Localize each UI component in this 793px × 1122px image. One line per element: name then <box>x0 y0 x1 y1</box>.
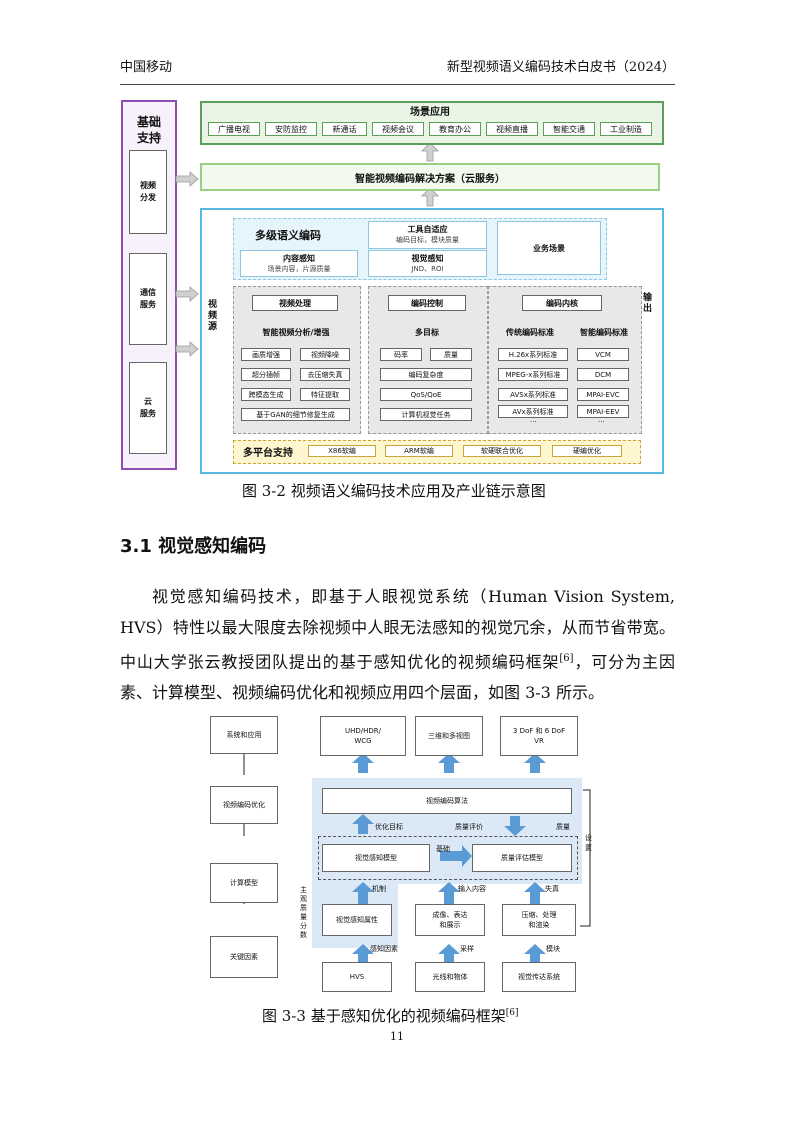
light-object-box: 光线和物体 <box>415 962 485 992</box>
col3-smart-item: MPAI-EVC <box>577 388 629 401</box>
col1-title: 智能视频分析/增强 <box>262 327 330 337</box>
col3-std-item: H.26x系列标准 <box>498 348 568 361</box>
video-processing-box: 视频处理 <box>252 295 338 311</box>
visual-perception-model: 视觉感知模型 <box>322 844 430 872</box>
content-perception-box: 内容感知 场景内容，片源质量 <box>240 250 358 277</box>
compress-box: 压缩、处理 和渲染 <box>502 904 576 936</box>
hvs-box: HVS <box>322 962 392 992</box>
support-video-distribution: 视频 分发 <box>129 150 167 234</box>
label-mechanism: 机制 <box>372 885 386 893</box>
scene-item: 教育办公 <box>429 122 481 136</box>
output-label: 输 出 <box>643 293 653 314</box>
video-source-label: 视 频 源 <box>208 300 218 332</box>
section-title: 3.1 视觉感知编码 <box>120 536 267 557</box>
label-basis: 基础 <box>436 845 450 853</box>
platform-item: ARM软编 <box>385 445 453 457</box>
visual-perception-box: 视觉感知 JND、ROI <box>368 250 487 277</box>
figure-3-2: 基础 支持 视频 分发 通信 服务 云 服务 <box>120 100 676 474</box>
header-right: 新型视频语义编码技术白皮书（2024） <box>446 60 675 75</box>
scene-item: 工业制造 <box>600 122 652 136</box>
top-uhd: UHD/HDR/ WCG <box>320 716 406 756</box>
header-left: 中国移动 <box>120 60 173 75</box>
col3-smart-item: DCM <box>577 368 629 381</box>
figure-3-3-arrows <box>240 747 591 964</box>
scene-item: 视频直播 <box>486 122 538 136</box>
label-sampling: 采样 <box>460 945 474 953</box>
col2-title: 多目标 <box>415 327 439 337</box>
business-scene-box: 业务场景 <box>497 221 601 275</box>
dashed-model-box <box>318 836 578 880</box>
body-paragraph: 视觉感知编码技术，即基于人眼视觉系统（Human Vision System, … <box>120 587 675 703</box>
header-rule <box>120 84 675 85</box>
col1-item: 跨模态生成 <box>241 388 291 401</box>
citation-ref: [6] <box>559 653 574 664</box>
col3-std-item: MPEG-x系列标准 <box>498 368 568 381</box>
encode-core-box: 编码内核 <box>522 295 602 311</box>
col3-ellipsis-a: ... <box>530 416 537 424</box>
left-key-factors: 关键因素 <box>210 936 278 978</box>
platform-title: 多平台支持 <box>243 448 293 459</box>
col3-ellipsis-b: ... <box>598 416 605 424</box>
label-quality-eval: 质量评价 <box>455 823 483 831</box>
col1-item: 基于GAN的细节修复生成 <box>241 408 350 421</box>
figure-3-3: 系统和应用 视频编码优化 计算模型 关键因素 UHD/HDR/ WCG 三维和多… <box>200 708 592 1000</box>
col2-item: 计算机视觉任务 <box>380 408 472 421</box>
scene-title: 场景应用 <box>410 106 450 118</box>
label-opt-target: 优化目标 <box>375 823 403 831</box>
label-module: 模块 <box>546 945 560 953</box>
col3-title-b: 智能编码标准 <box>580 327 628 337</box>
scene-item: 广播电视 <box>208 122 260 136</box>
encode-control-box: 编码控制 <box>388 295 466 311</box>
support-title: 基础 支持 <box>136 115 161 145</box>
col3-std-item: AVx系列标准 <box>498 405 568 418</box>
label-perc-factor: 感知因素 <box>370 945 398 953</box>
platform-item: X86软编 <box>308 445 376 457</box>
left-compute-model: 计算模型 <box>210 863 278 903</box>
scene-item: 智能交通 <box>543 122 595 136</box>
imaging-box: 成像、表达 和展示 <box>415 904 485 936</box>
tool-adapt-box: 工具自适应 编码目标，模块质量 <box>368 221 487 249</box>
col3-smart-item: VCM <box>577 348 629 361</box>
label-setting: 设 置 <box>585 834 592 852</box>
col1-item: 视频降噪 <box>300 348 350 361</box>
label-quality: 质量 <box>556 823 570 831</box>
left-system-app: 系统和应用 <box>210 716 278 754</box>
figure-3-2-caption: 图 3-2 视频语义编码技术应用及产业链示意图 <box>242 482 546 500</box>
col3-std-item: AVSx系列标准 <box>498 388 568 401</box>
support-cloud-service: 云 服务 <box>129 362 167 454</box>
label-subjective-score: 主 观 质 量 分 数 <box>300 886 307 939</box>
col2-item: QoS/QoE <box>380 388 472 401</box>
top-dof-vr: 3 DoF 和 6 DoF VR <box>500 716 578 756</box>
solution-bar: 智能视频编码解决方案（云服务） <box>200 163 660 191</box>
left-video-coding-opt: 视频编码优化 <box>210 786 278 824</box>
col3-smart-item: MPAI-EEV <box>577 405 629 418</box>
label-distortion: 失真 <box>545 885 559 893</box>
col1-item: 去压缩失真 <box>300 368 350 381</box>
col2-item: 质量 <box>430 348 472 361</box>
page-number: 11 <box>390 1030 404 1043</box>
figure-3-3-caption: 图 3-3 基于感知优化的视频编码框架[6] <box>262 1007 519 1025</box>
platform-item: 硬编优化 <box>552 445 622 457</box>
platform-item: 软硬联合优化 <box>463 445 541 457</box>
multilevel-title: 多级语义编码 <box>255 229 321 242</box>
label-input-content: 输入内容 <box>458 885 486 893</box>
col2-item: 码率 <box>380 348 422 361</box>
col2-item: 编码复杂度 <box>380 368 472 381</box>
scene-item: 新通话 <box>322 122 367 136</box>
col1-item: 特征提取 <box>300 388 350 401</box>
coding-algorithm: 视频编码算法 <box>322 788 572 814</box>
scene-item: 视频会议 <box>372 122 424 136</box>
scene-item: 安防监控 <box>265 122 317 136</box>
top-3d-multiview: 三维和多视图 <box>415 716 483 756</box>
col1-item: 画质增强 <box>241 348 291 361</box>
col1-item: 超分插帧 <box>241 368 291 381</box>
visual-perception-attr: 视觉感知属性 <box>322 904 392 936</box>
scene-items: 广播电视 安防监控 新通话 视频会议 教育办公 视频直播 智能交通 工业制造 <box>208 122 654 136</box>
support-comm-service: 通信 服务 <box>129 253 167 345</box>
col3-title-a: 传统编码标准 <box>506 327 554 337</box>
quality-eval-model: 质量评估模型 <box>472 844 572 872</box>
visual-transmission-box: 视觉传达系统 <box>502 962 576 992</box>
